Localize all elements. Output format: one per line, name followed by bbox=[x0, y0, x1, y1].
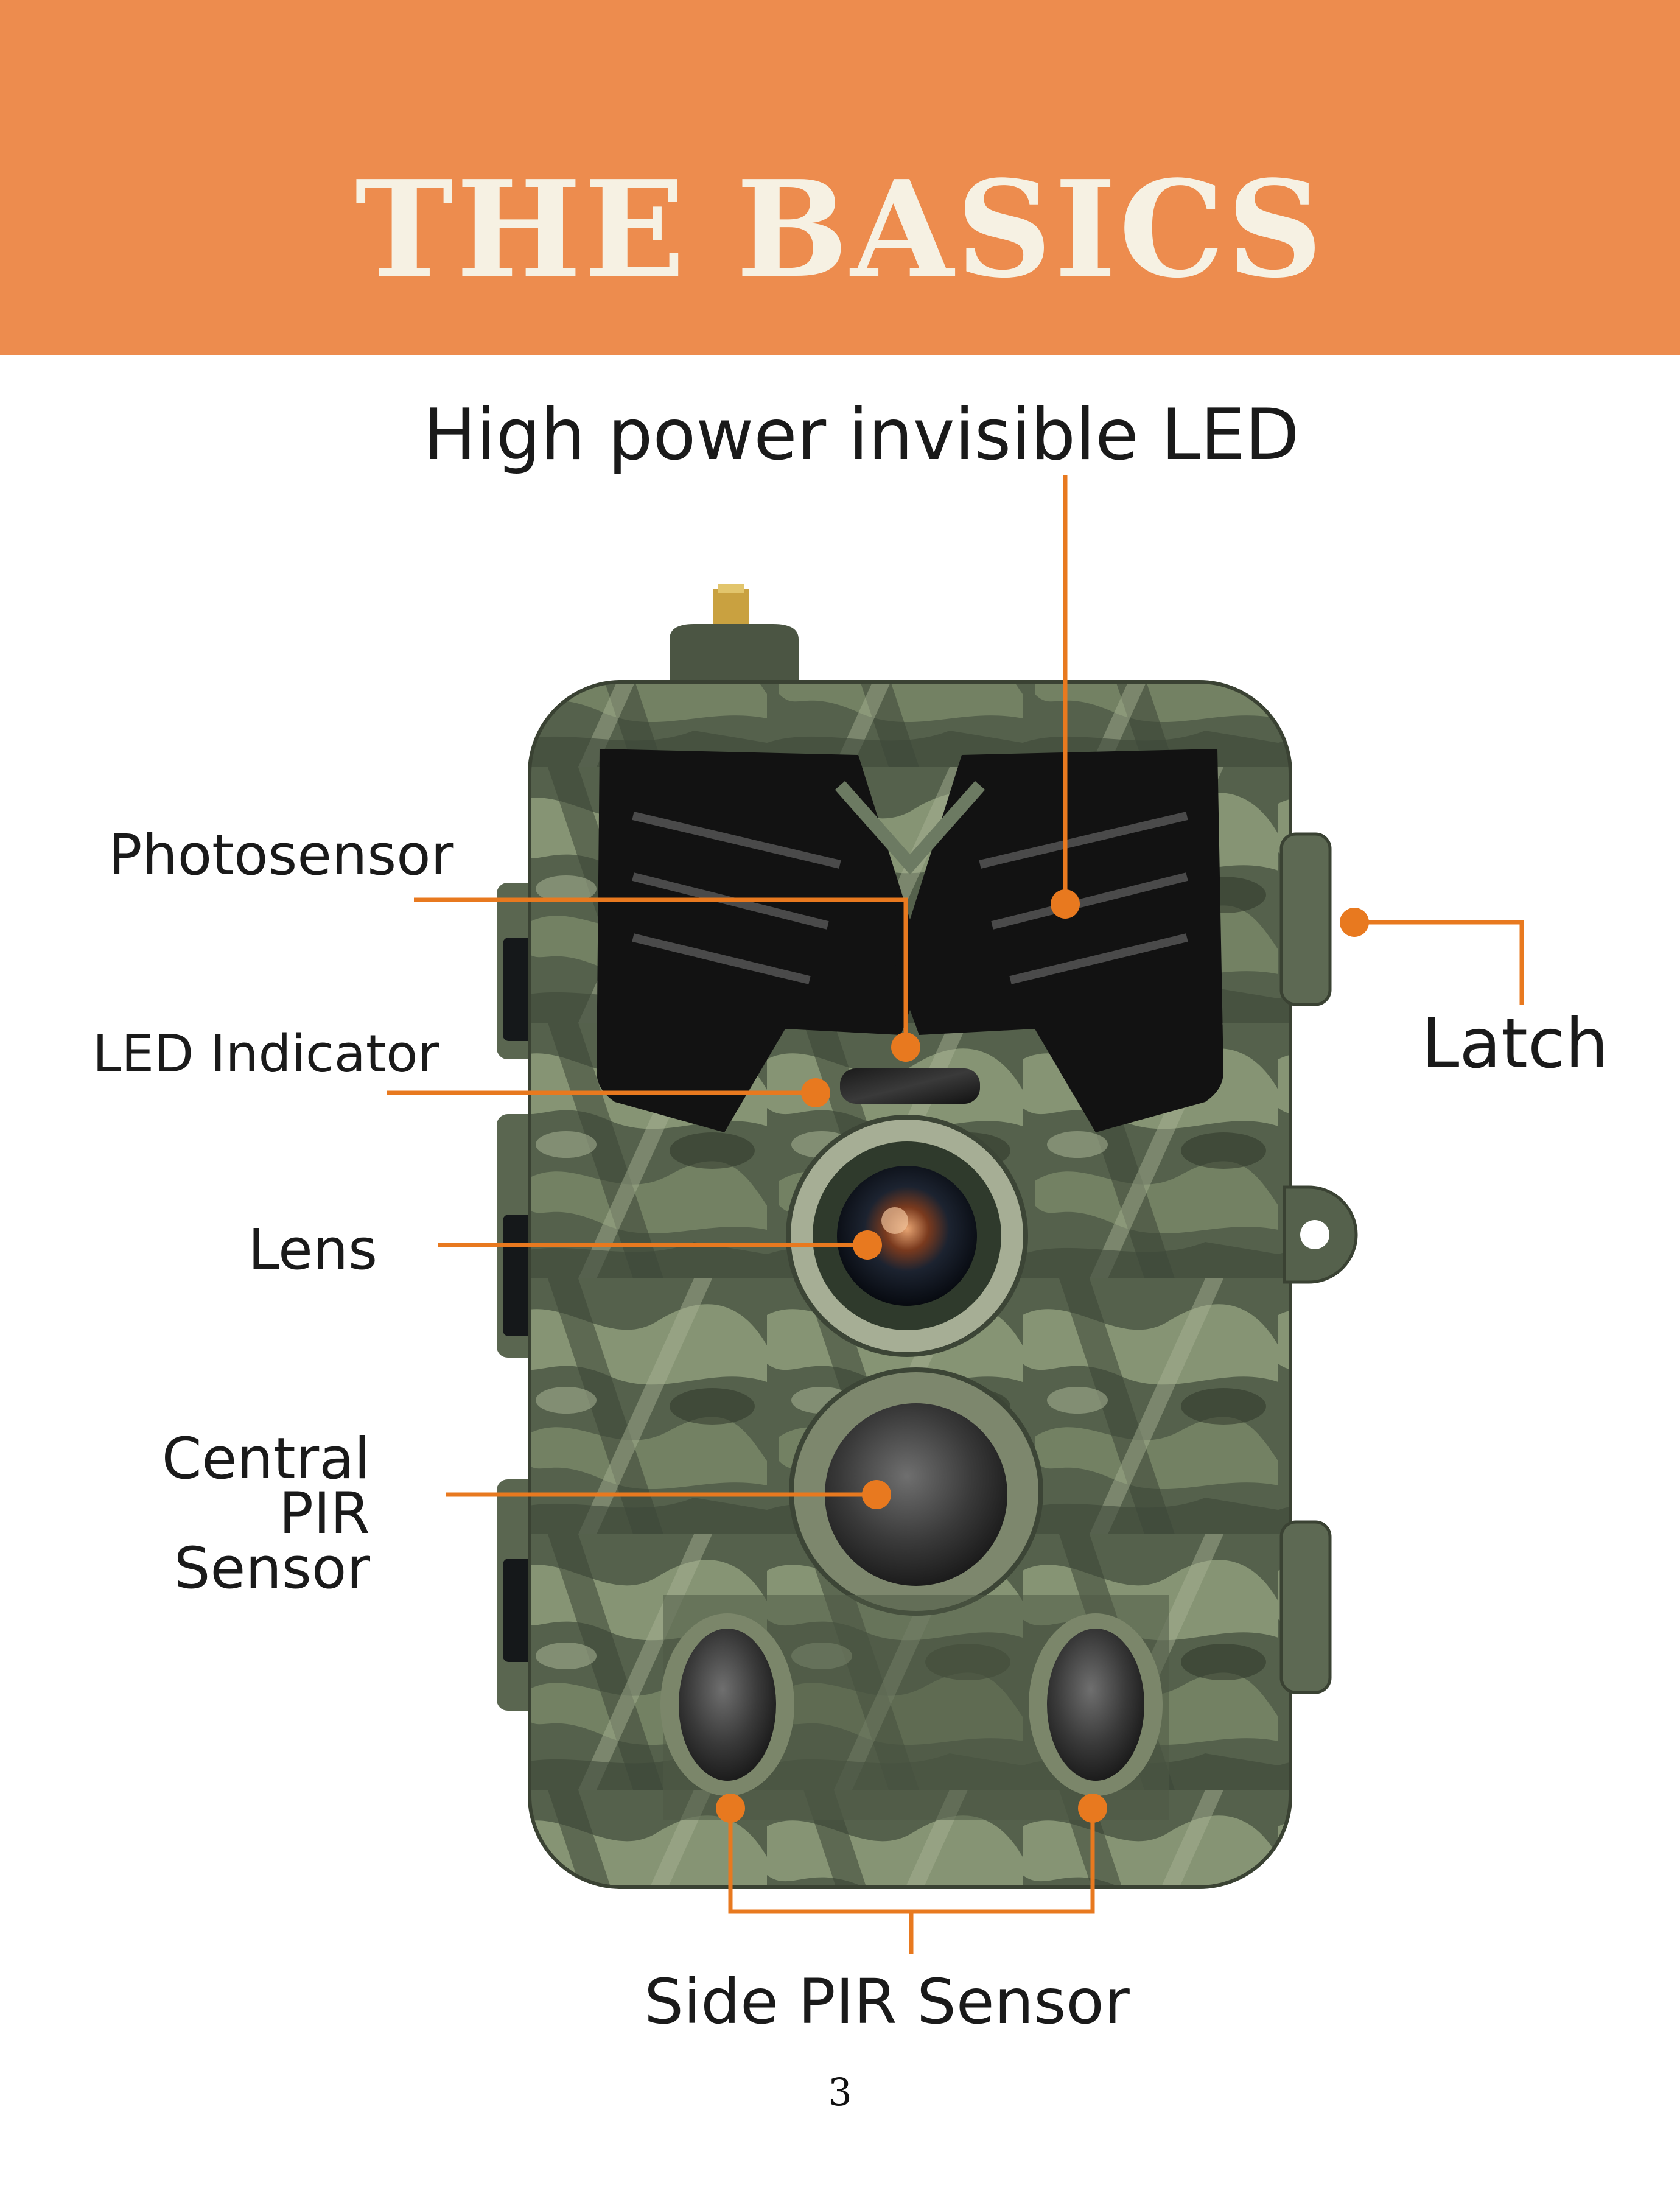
side-pir-sensors bbox=[660, 1595, 1169, 1820]
label-lens: Lens bbox=[248, 1217, 377, 1282]
label-central-pir-line3: Sensor bbox=[173, 1535, 370, 1602]
right-latches bbox=[1279, 832, 1358, 1694]
label-led-indicator: LED Indicator bbox=[93, 1024, 439, 1084]
label-photosensor: Photosensor bbox=[108, 822, 454, 888]
label-central-pir-line1: Central bbox=[161, 1426, 370, 1492]
label-central-pir: Central PIR Sensor bbox=[0, 1426, 370, 1602]
label-latch: Latch bbox=[1421, 1005, 1609, 1084]
lens bbox=[786, 1115, 1028, 1357]
label-central-pir-line2: PIR bbox=[279, 1481, 370, 1547]
central-pir-sensor bbox=[789, 1367, 1043, 1616]
led-panel bbox=[597, 749, 1223, 1132]
page-number: 3 bbox=[828, 2070, 852, 2114]
leader-lines bbox=[387, 475, 1524, 1954]
label-high-power-led: High power invisible LED bbox=[423, 394, 1300, 476]
led-indicator-window bbox=[840, 1068, 980, 1104]
label-side-pir: Side PIR Sensor bbox=[644, 1966, 1130, 2038]
page-title: THE BASICS bbox=[355, 152, 1325, 307]
header-banner: THE BASICS bbox=[0, 0, 1680, 355]
